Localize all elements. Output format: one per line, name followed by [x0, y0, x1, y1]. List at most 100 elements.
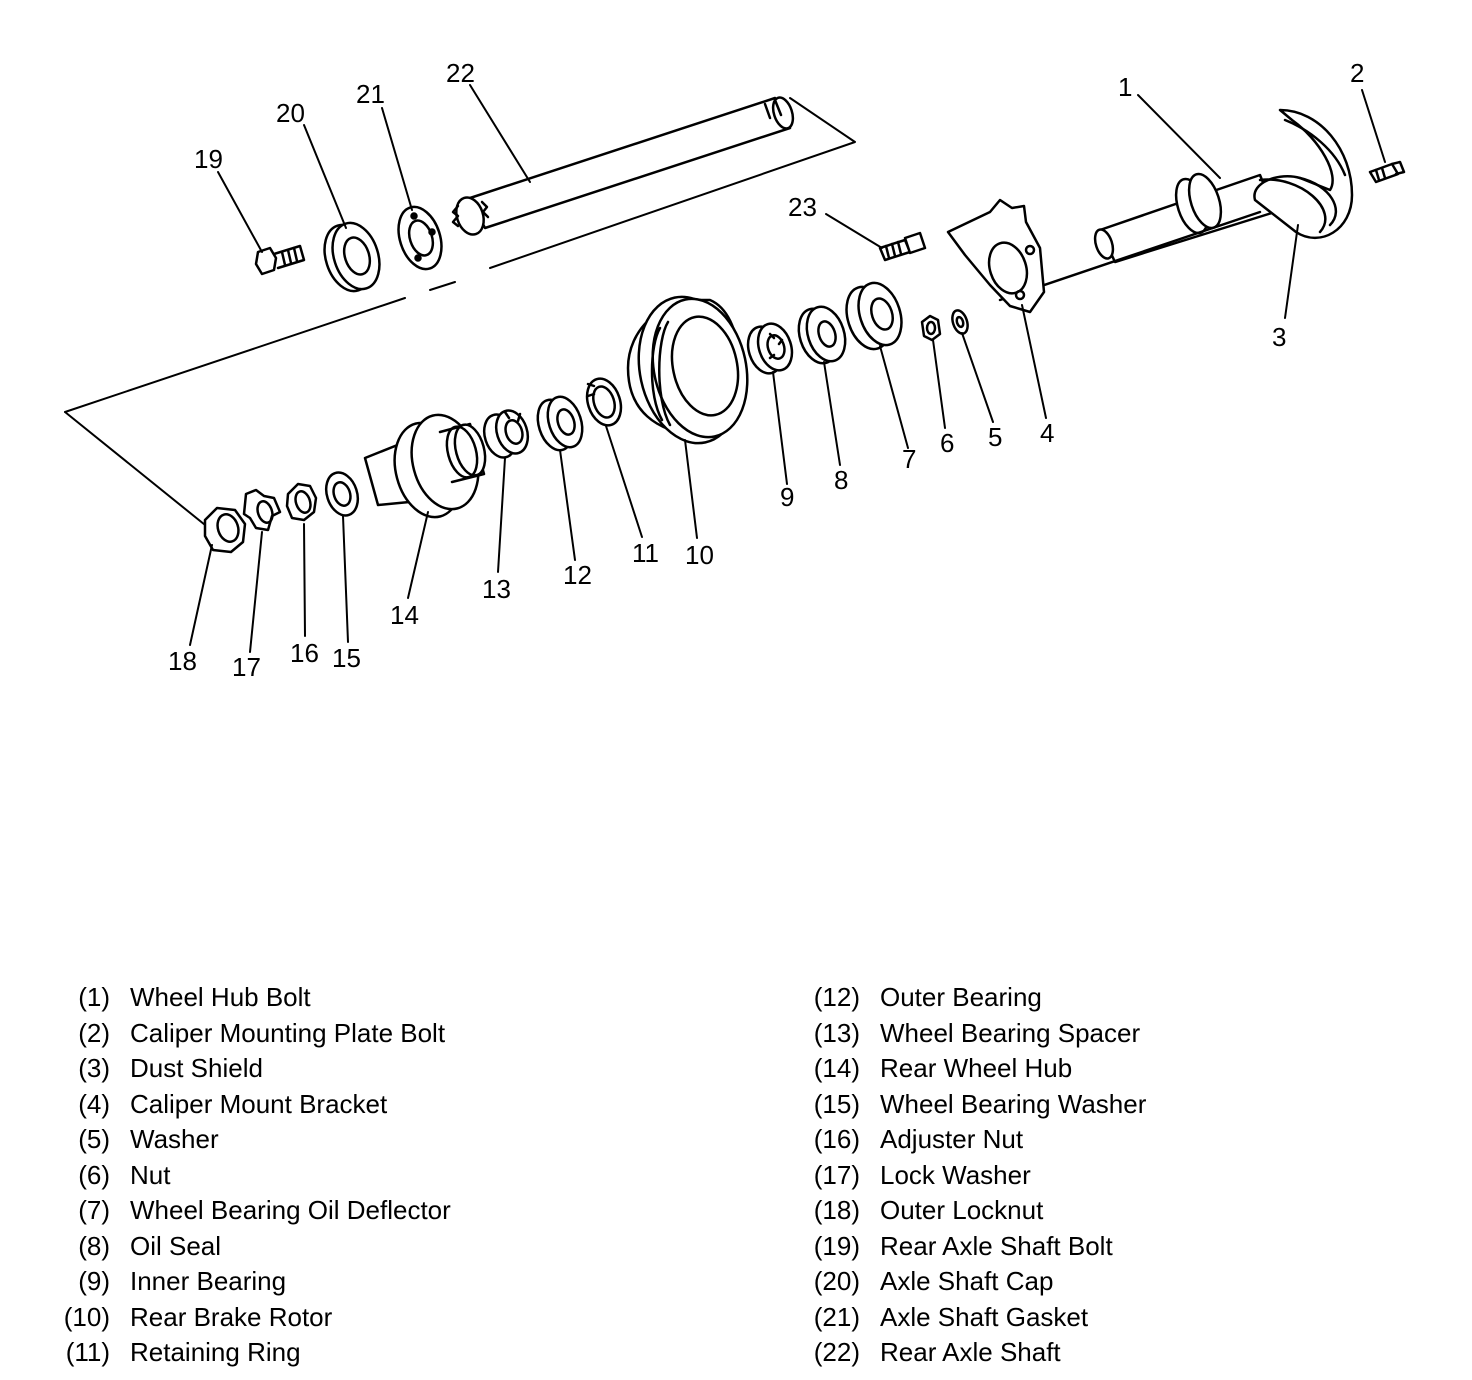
part-dust-shield — [1253, 108, 1354, 240]
callout-19: 19 — [194, 144, 223, 174]
legend-item: (19) Rear Axle Shaft Bolt — [814, 1229, 1146, 1265]
part-caliper-mounting-plate-bolt — [1368, 160, 1406, 184]
legend-number: (7) — [78, 1195, 110, 1225]
legend-item: (5) Washer — [78, 1122, 451, 1158]
legend-item: (17) Lock Washer — [814, 1158, 1146, 1194]
callout-22: 22 — [446, 58, 475, 88]
part-axle-shaft-gasket — [397, 205, 443, 271]
legend-item: (8)Oil Seal — [78, 1229, 451, 1265]
legend-number: (9) — [78, 1266, 110, 1296]
callout-14: 14 — [390, 600, 419, 630]
part-outer-bearing — [536, 395, 584, 452]
legend-item: (15) Wheel Bearing Washer — [814, 1087, 1147, 1123]
legend-label: Rear Wheel Hub — [880, 1053, 1073, 1083]
legend-label: Adjuster Nut — [880, 1124, 1024, 1154]
exploded-view-diagram: 1 2 3 4 5 6 7 8 9 10 11 12 13 14 15 16 1… — [64, 58, 1406, 682]
legend-number: (5) — [78, 1124, 110, 1154]
legend-label: Axle Shaft Gasket — [880, 1301, 1089, 1332]
part-rear-axle-shaft-bolt — [254, 244, 306, 276]
callout-9: 9 — [780, 482, 794, 512]
part-wheel-hub-bolt — [998, 172, 1277, 302]
legend-item: (18) Outer Locknut — [814, 1193, 1146, 1229]
callout-21: 21 — [356, 79, 385, 109]
part-retaining-ring — [585, 377, 623, 427]
legend-number: (1) — [78, 982, 110, 1012]
legend-label: Nut — [130, 1159, 171, 1190]
legend-label: Wheel Bearing Spacer — [880, 1017, 1141, 1048]
legend-label: Caliper Mounting Plate Bolt — [130, 1017, 446, 1048]
legend-label: Rear Axle Shaft Bolt — [880, 1230, 1113, 1261]
part-wheel-bearing-washer — [324, 471, 360, 517]
parts-legend-left: (1) Wheel Hub Bolt (2) Caliper Mounting Pl… — [64, 980, 451, 1371]
legend-number: (3) — [78, 1053, 110, 1083]
callout-18: 18 — [168, 646, 197, 676]
legend-label: Lock Washer — [880, 1159, 1031, 1190]
part-rear-axle-shaft — [451, 96, 795, 236]
callout-23: 23 — [788, 192, 817, 222]
legend-number: (18) — [813, 1195, 860, 1225]
callout-4: 4 — [1040, 418, 1054, 448]
legend-number: (12) — [813, 982, 860, 1012]
callout-11: 11 — [632, 538, 659, 568]
callout-3: 3 — [1272, 322, 1286, 352]
legend-label: Wheel Bearing Washer — [880, 1088, 1147, 1119]
part-rear-brake-rotor — [626, 295, 749, 445]
legend-label: Caliper Mount Bracket — [130, 1088, 388, 1119]
callout-7: 7 — [902, 444, 916, 474]
part-caliper-mount-bracket — [946, 198, 1046, 314]
legend-label: Outer Locknut — [880, 1195, 1044, 1225]
callout-labels: 1 2 3 4 5 6 7 8 9 10 11 12 13 14 15 16 1… — [168, 58, 1364, 682]
legend-label: Inner Bearing — [130, 1266, 287, 1296]
legend-number: (10) — [63, 1301, 110, 1332]
leader-lines — [189, 84, 1386, 653]
legend-label: Oil Seal — [130, 1230, 222, 1261]
legend-label: Rear Brake Rotor — [130, 1301, 333, 1332]
legend-item: (2) Caliper Mounting Plate Bolt — [78, 1016, 451, 1052]
legend-number: (11) — [65, 1337, 110, 1367]
part-bolt-23 — [878, 231, 927, 262]
part-oil-seal — [797, 305, 847, 365]
part-washer — [951, 309, 969, 335]
legend-item: (22) Rear Axle Shaft — [814, 1335, 1146, 1371]
legend-item: (21) Axle Shaft Gasket — [814, 1300, 1146, 1336]
legend-number: (19) — [813, 1230, 860, 1261]
callout-13: 13 — [482, 574, 511, 604]
callout-6: 6 — [940, 428, 954, 458]
part-wheel-bearing-spacer — [482, 409, 530, 459]
legend-item: (12) Outer Bearing — [814, 980, 1146, 1016]
legend-item: (11) Retaining Ring — [66, 1335, 451, 1371]
legend-label: Wheel Bearing Oil Deflector — [130, 1195, 451, 1225]
legend-label: Outer Bearing — [880, 982, 1042, 1012]
legend-item: (3)Dust Shield — [78, 1051, 451, 1087]
legend-number: (2) — [78, 1017, 110, 1048]
legend-label: Rear Axle Shaft — [880, 1337, 1061, 1367]
legend-number: (16) — [813, 1124, 860, 1154]
legend-label: Washer — [130, 1124, 219, 1154]
callout-8: 8 — [834, 465, 848, 495]
legend-item: (7) Wheel Bearing Oil Deflector — [78, 1193, 451, 1229]
part-adjuster-nut — [285, 482, 318, 522]
legend-number: (14) — [813, 1053, 860, 1083]
part-inner-bearing — [746, 322, 794, 375]
callout-1: 1 — [1118, 72, 1132, 102]
legend-item: (13)Wheel Bearing Spacer — [814, 1016, 1146, 1052]
callout-5: 5 — [988, 422, 1002, 452]
legend-item: (10) Rear Brake Rotor — [64, 1300, 451, 1336]
legend-number: (17) — [813, 1159, 860, 1190]
legend-item: (16) Adjuster Nut — [814, 1122, 1146, 1158]
legend-number: (22) — [813, 1337, 860, 1367]
callout-12: 12 — [563, 560, 592, 590]
part-nut — [920, 314, 942, 342]
legend-label: Retaining Ring — [130, 1337, 301, 1367]
legend-number: (21) — [813, 1301, 860, 1332]
legend-item: (1) Wheel Hub Bolt — [78, 980, 451, 1016]
callout-20: 20 — [276, 98, 305, 128]
legend-number: (15) — [813, 1088, 860, 1119]
legend-number: (20) — [813, 1266, 860, 1296]
legend-item: (14) Rear Wheel Hub — [814, 1051, 1146, 1087]
legend-number: (4) — [78, 1088, 110, 1119]
part-rear-wheel-hub — [363, 413, 487, 519]
part-outer-locknut — [203, 506, 247, 554]
legend-label: Wheel Hub Bolt — [130, 982, 311, 1012]
callout-15: 15 — [332, 643, 361, 673]
